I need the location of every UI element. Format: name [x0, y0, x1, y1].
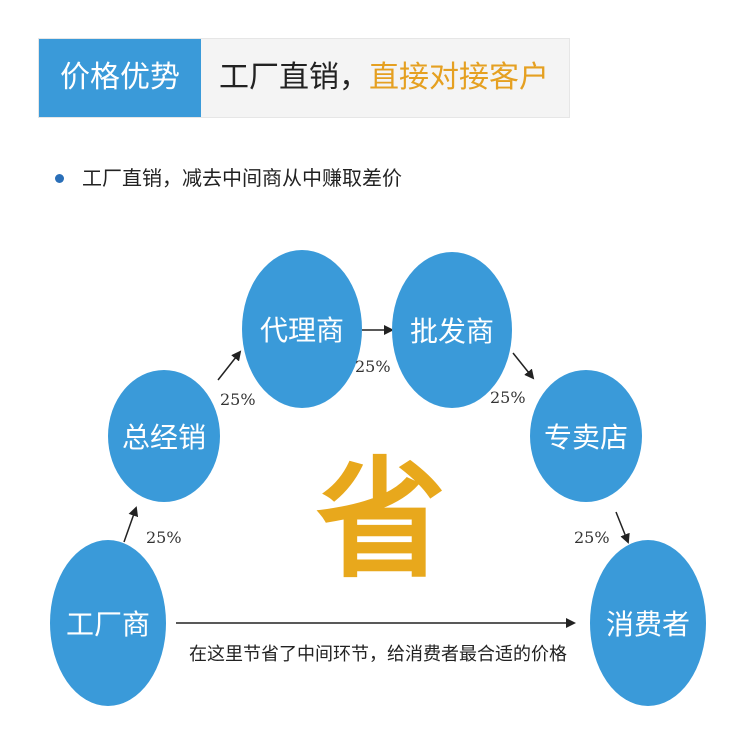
banner-tag: 价格优势: [39, 39, 201, 117]
arrow-factory-to-general: [123, 506, 139, 543]
arrow-wholesaler-to-store: [512, 352, 535, 380]
header-banner: 价格优势 工厂直销，直接对接客户: [38, 38, 570, 118]
node-factory: 工厂商: [50, 540, 166, 706]
bullet-dot-icon: [55, 173, 64, 183]
pct-store-consumer: 25%: [574, 528, 610, 547]
save-char: 省: [316, 444, 447, 596]
node-wholesaler: 批发商: [392, 252, 512, 408]
bullet-text: 工厂直销，减去中间商从中赚取差价: [82, 166, 402, 190]
node-agent: 代理商: [242, 250, 362, 408]
banner-title-black: 工厂直销，: [219, 60, 369, 95]
node-general-distributor: 总经销: [108, 370, 220, 502]
arrow-general-to-agent: [217, 350, 242, 381]
footer-caption: 在这里节省了中间环节，给消费者最合适的价格: [189, 644, 567, 665]
arrow-store-to-consumer: [615, 511, 630, 544]
pct-factory-general: 25%: [146, 528, 182, 547]
node-store: 专卖店: [530, 370, 642, 502]
pct-agent-wholesaler: 25%: [355, 357, 391, 376]
banner-title-orange: 直接对接客户: [369, 60, 549, 95]
pct-general-agent: 25%: [220, 390, 256, 409]
pct-wholesaler-store: 25%: [490, 388, 526, 407]
bullet-line: 工厂直销，减去中间商从中赚取差价: [55, 160, 402, 196]
node-consumer: 消费者: [590, 540, 706, 706]
banner-title: 工厂直销，直接对接客户: [219, 39, 549, 117]
